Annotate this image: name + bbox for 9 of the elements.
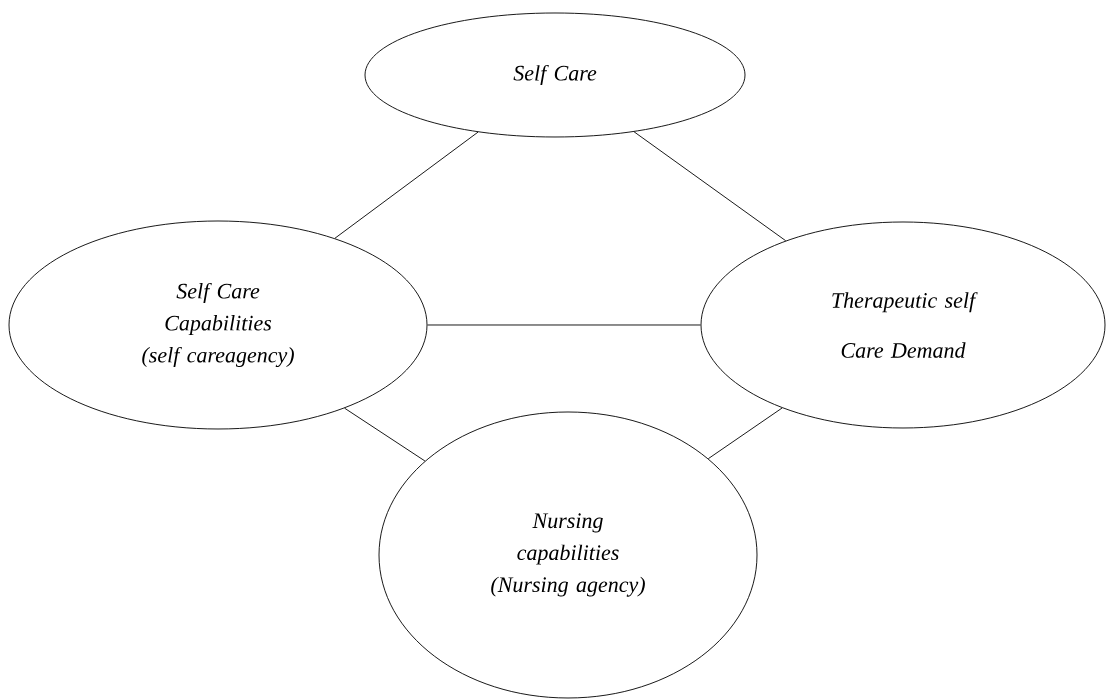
ellipse-node: Self Care Capabilities (self careagency) [8, 220, 428, 430]
ellipse-node: Therapeutic self Care Demand [700, 221, 1106, 429]
connector-line [707, 407, 783, 460]
ellipse-node: Self Care [364, 12, 746, 138]
ellipse-node: Nursing capabilities (Nursing agency) [378, 411, 758, 699]
connector-line [344, 407, 426, 462]
connector-line [334, 131, 479, 239]
connector-line [633, 131, 787, 242]
connector-line [427, 324, 701, 326]
